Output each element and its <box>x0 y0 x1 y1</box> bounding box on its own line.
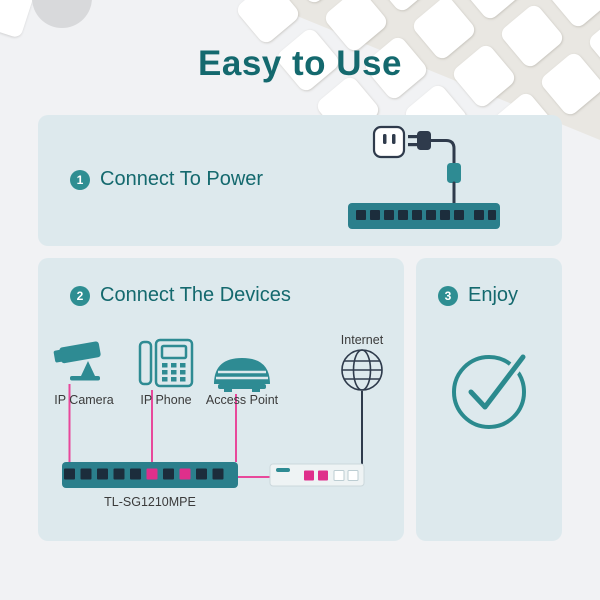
internet-label: Internet <box>341 333 384 347</box>
step1-badge: 1 <box>70 169 90 190</box>
ip-camera-label: IP Camera <box>54 393 114 407</box>
step1-label: Connect To Power <box>100 168 264 190</box>
router-device <box>269 463 365 487</box>
check-circle-icon <box>452 351 529 429</box>
desk-object <box>32 0 92 28</box>
power-plug-icon <box>408 131 431 150</box>
devices-diagram: IP Camera IP Phone Access Point Internet… <box>53 333 384 509</box>
pink-cables <box>68 384 270 478</box>
step2-header: 2 Connect The Devices <box>70 284 291 307</box>
step3-label: Enjoy <box>468 284 519 306</box>
power-adapter <box>447 163 461 183</box>
step1-header: 1 Connect To Power <box>70 168 263 191</box>
desk-card <box>0 0 35 39</box>
internet-globe-icon <box>341 349 383 391</box>
step1-panel: 1 Connect To Power <box>38 115 562 246</box>
ip-camera-icon <box>53 341 101 381</box>
power-cable <box>429 139 456 165</box>
step2-panel: IP Camera IP Phone Access Point Internet… <box>38 258 404 541</box>
step3-header: 3 Enjoy <box>438 284 518 307</box>
switch-model-label: TL-SG1210MPE <box>104 495 196 509</box>
power-socket-icon <box>372 125 406 159</box>
switch-device <box>62 462 238 488</box>
step2-label: Connect The Devices <box>100 284 291 306</box>
keyboard-key <box>234 0 302 46</box>
router-logo <box>276 468 290 472</box>
access-point-label: Access Point <box>206 393 279 407</box>
ip-phone-label: IP Phone <box>140 393 191 407</box>
ip-phone-icon <box>138 338 194 388</box>
page-title: Easy to Use <box>198 44 402 83</box>
step3-badge: 3 <box>438 285 458 306</box>
power-illustration <box>348 125 500 229</box>
step3-panel: 3 Enjoy <box>416 258 562 541</box>
step2-badge: 2 <box>70 285 90 306</box>
access-point-icon <box>214 358 270 392</box>
switch-device <box>348 203 500 229</box>
